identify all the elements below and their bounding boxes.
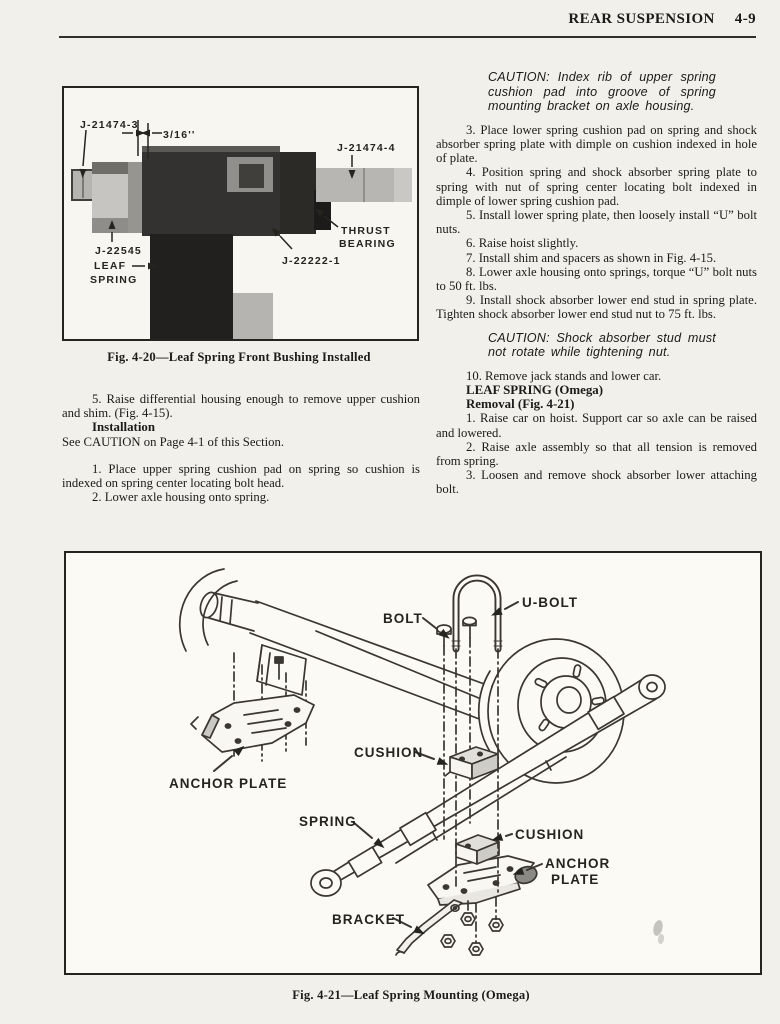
step-cylinder — [280, 152, 316, 234]
install-step-1: 1. Place upper spring cushion pad on spr… — [62, 461, 420, 491]
label-leaf: LEAF — [94, 260, 126, 272]
removal-heading: Removal (Fig. 4-21) — [466, 397, 575, 412]
label-j21474-3: J-21474-3 — [80, 119, 139, 131]
install-step-7: 7. Install shim and spacers as shown in … — [466, 250, 717, 265]
label-anchor: ANCHOR — [545, 856, 610, 871]
arrowheads — [233, 607, 525, 935]
anchor-plate-lower — [427, 855, 538, 906]
label-j22545: J-22545 — [95, 245, 142, 257]
right-column: CAUTION: Index rib of upper spring cushi… — [436, 68, 757, 497]
label-j22222-1: J-22222-1 — [282, 255, 341, 267]
caution-shock-stud: CAUTION: Shock absorber stud must not ro… — [488, 330, 716, 360]
callout-arrows — [213, 601, 543, 928]
removal-step-3: 3. Loosen and remove shock absorber lowe… — [436, 468, 757, 497]
removal-step-2: 2. Raise axle assembly so that all tensi… — [436, 439, 757, 469]
removal-step-1: 1. Raise car on hoist. Support car so ax… — [436, 411, 757, 440]
lower-bracket — [395, 899, 463, 956]
install-step-9: 9. Install shock absorber lower end stud… — [436, 293, 757, 322]
arrowheads — [79, 129, 356, 270]
u-bolt — [451, 574, 503, 653]
install-step-5: 5. Install lower spring plate, then loos… — [436, 208, 757, 237]
tool-shaft — [316, 168, 412, 202]
label-thrust: THRUST — [341, 225, 391, 237]
caution-index-rib: CAUTION: Index rib of upper spring cushi… — [488, 70, 716, 114]
fig-4-21-drawing: BOLT U-BOLT ANCHOR PLATE CUSHION SPRING … — [64, 551, 762, 975]
label-bolt: BOLT — [383, 611, 423, 626]
label-dimension: 3/16'' — [163, 129, 196, 141]
leaf-spring-mounting-drawing: BOLT U-BOLT ANCHOR PLATE CUSHION SPRING … — [66, 553, 760, 973]
install-step-4: 4. Position spring and shock absorber sp… — [436, 165, 757, 208]
fig-4-21-caption: Fig. 4-21—Leaf Spring Mounting (Omega) — [292, 988, 530, 1002]
install-step-2: 2. Lower axle housing onto spring. — [92, 490, 270, 505]
axle-tube — [249, 600, 499, 724]
scan-smudge — [653, 920, 665, 944]
leaf-spring — [310, 674, 666, 897]
install-step-6: 6. Raise hoist slightly. — [466, 236, 579, 251]
label-spring: SPRING — [299, 814, 357, 829]
label-cushion-lower: CUSHION — [515, 827, 584, 842]
label-u-bolt: U-BOLT — [522, 595, 578, 610]
left-column: 5. Raise differential housing enough to … — [62, 392, 420, 504]
bushing-tool-photo: J-21474-3 3/16'' J-21474-4 J-22545 LEAF … — [64, 88, 417, 339]
step-5-install-text: 5. Raise differential housing enough to … — [62, 392, 420, 421]
label-bracket: BRACKET — [332, 912, 405, 927]
label-bearing: BEARING — [339, 238, 396, 250]
page-header: REAR SUSPENSION 4-9 — [568, 11, 756, 28]
label-cushion-upper: CUSHION — [354, 745, 423, 760]
spring-clamp-1 — [399, 811, 437, 847]
label-spring: SPRING — [90, 274, 137, 286]
driver-washer — [92, 162, 142, 233]
callout-arrows — [82, 129, 353, 267]
leaf-spring-heading: LEAF SPRING (Omega) — [466, 383, 604, 398]
label-plate: PLATE — [551, 872, 599, 887]
install-step-3: 3. Place lower spring cushion pad on spr… — [436, 122, 757, 166]
leaf-spring-slab — [150, 234, 273, 339]
spring-clamp-3 — [587, 695, 625, 731]
fig-4-20-caption: Fig. 4-20—Leaf Spring Front Bushing Inst… — [107, 350, 371, 364]
bushing-body — [142, 146, 280, 236]
install-step-8: 8. Lower axle housing onto springs, torq… — [436, 264, 757, 294]
mounting-bolts — [436, 616, 477, 647]
header-rule — [59, 36, 756, 38]
u-bolt-nuts — [440, 912, 504, 956]
spring-clamp-2 — [347, 846, 383, 878]
see-caution-note: See CAUTION on Page 4-1 of this Section. — [62, 434, 285, 449]
cushion-pad-upper — [444, 746, 499, 780]
installation-heading: Installation — [92, 420, 156, 435]
axle-flange — [178, 568, 259, 652]
install-step-10: 10. Remove jack stands and lower car. — [466, 368, 662, 383]
fig-4-20-photo: J-21474-3 3/16'' J-21474-4 J-22545 LEAF … — [62, 86, 419, 341]
page-number: 4-9 — [734, 11, 756, 27]
label-anchor-plate-front: ANCHOR PLATE — [169, 776, 287, 791]
section-title: REAR SUSPENSION — [568, 11, 715, 27]
label-j21474-4: J-21474-4 — [337, 142, 396, 154]
spring-perch-bracket — [256, 644, 307, 696]
